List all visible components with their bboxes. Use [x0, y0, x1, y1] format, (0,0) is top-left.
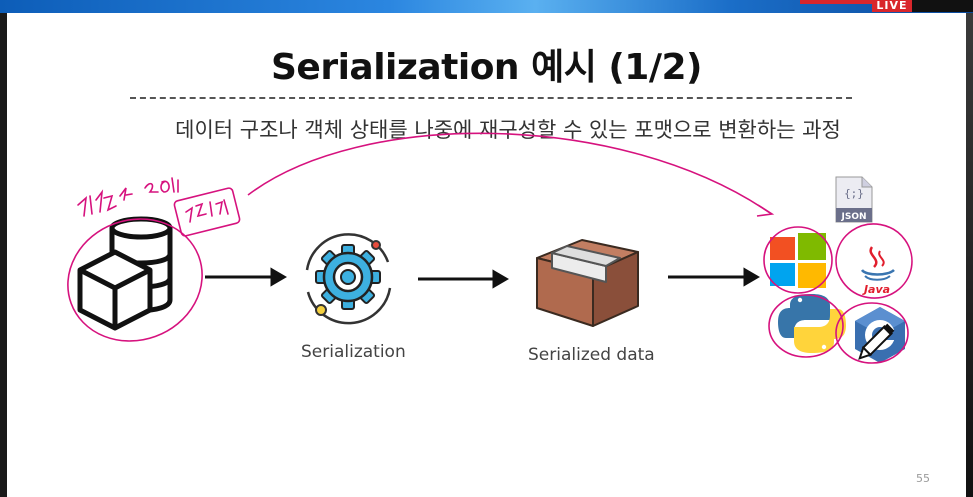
windows-icon — [770, 233, 826, 288]
gear-icon — [305, 233, 392, 325]
live-strip — [800, 0, 872, 4]
right-frame — [966, 13, 973, 497]
annotation-circle-windows — [763, 226, 833, 294]
handwritten-note — [77, 177, 241, 237]
annotation-circle-source — [67, 218, 203, 342]
json-icon — [835, 176, 873, 223]
box-icon — [536, 239, 639, 327]
top-banner — [0, 0, 973, 13]
flow-arrows — [205, 267, 760, 289]
left-frame — [0, 13, 7, 497]
live-badge: LIVE — [872, 0, 912, 12]
json-label: JSON — [840, 212, 866, 222]
annotation-circle-java — [835, 223, 913, 299]
top-right-panel — [912, 0, 973, 12]
annotation-circle-c — [835, 302, 909, 364]
step-label-serialized-data: Serialized data — [528, 345, 655, 365]
json-braces: {;} — [844, 187, 864, 200]
slide-title: Serialization 예시 (1/2) — [270, 47, 703, 88]
python-icon — [778, 294, 846, 353]
pen-cursor-icon — [858, 323, 895, 360]
annotation-curve — [247, 132, 771, 214]
step-label-serialization: Serialization — [301, 342, 406, 362]
slide-subtitle: 데이터 구조나 객체 상태를 나중에 재구성할 수 있는 포맷으로 변환하는 과… — [175, 118, 841, 142]
title-divider — [130, 97, 852, 99]
page-number: 55 — [916, 472, 930, 485]
java-icon — [860, 246, 895, 281]
java-label: Java — [862, 283, 890, 296]
annotation-arrowhead — [756, 204, 775, 217]
annotation-circle-python — [768, 294, 844, 358]
